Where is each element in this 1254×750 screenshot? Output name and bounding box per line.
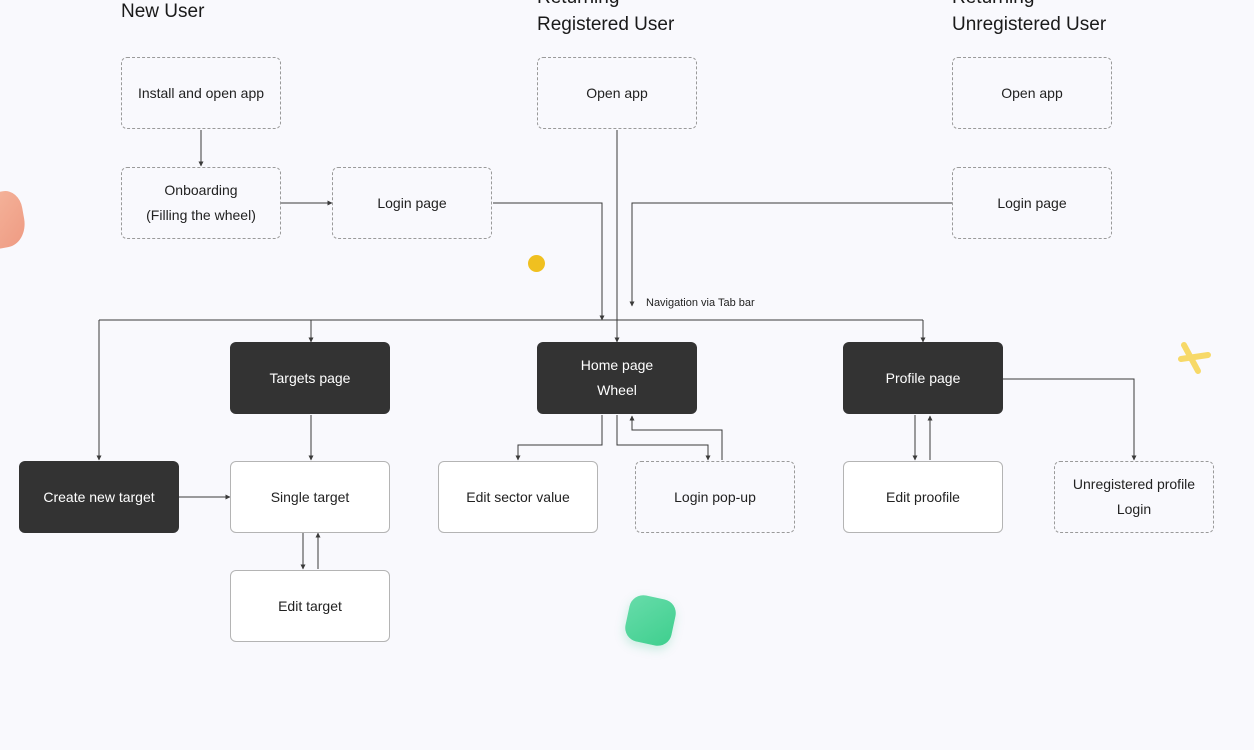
node-label: Open app bbox=[1001, 84, 1063, 101]
node-edit-profile[interactable]: Edit proofile bbox=[843, 461, 1003, 533]
node-open-app-registered[interactable]: Open app bbox=[537, 57, 697, 129]
node-label: Home page bbox=[580, 357, 654, 373]
yellow-cross-decoration bbox=[1176, 340, 1212, 376]
navigation-via-tab-bar-label: Navigation via Tab bar bbox=[646, 297, 755, 309]
node-install-open-app[interactable]: Install and open app bbox=[121, 57, 281, 129]
node-login-page-new-user[interactable]: Login page bbox=[332, 167, 492, 239]
node-label: Login page bbox=[997, 194, 1067, 211]
node-label: Login bbox=[1116, 501, 1152, 517]
node-label: Install and open app bbox=[137, 84, 265, 101]
node-label: Edit proofile bbox=[886, 488, 960, 505]
node-label: Single target bbox=[270, 488, 350, 505]
node-single-target[interactable]: Single target bbox=[230, 461, 390, 533]
header-returning-registered-line1: Returning bbox=[537, 0, 619, 10]
node-profile-page[interactable]: Profile page bbox=[843, 342, 1003, 414]
node-label: Profile page bbox=[885, 369, 961, 386]
header-returning-unregistered-line1: Returning bbox=[952, 0, 1034, 10]
node-login-page-unregistered[interactable]: Login page bbox=[952, 167, 1112, 239]
node-targets-page[interactable]: Targets page bbox=[230, 342, 390, 414]
node-open-app-unregistered[interactable]: Open app bbox=[952, 57, 1112, 129]
node-label: Wheel bbox=[597, 382, 637, 398]
node-label: Targets page bbox=[269, 369, 351, 386]
node-label: Login pop-up bbox=[674, 488, 756, 505]
node-label: Open app bbox=[586, 84, 648, 101]
node-label: Create new target bbox=[43, 488, 155, 505]
node-edit-target[interactable]: Edit target bbox=[230, 570, 390, 642]
node-label: Login page bbox=[377, 194, 447, 211]
node-create-new-target[interactable]: Create new target bbox=[19, 461, 179, 533]
node-home-page-wheel[interactable]: Home page Wheel bbox=[537, 342, 697, 414]
node-login-popup[interactable]: Login pop-up bbox=[635, 461, 795, 533]
header-returning-registered-line2: Registered User bbox=[537, 14, 675, 35]
node-label: Edit sector value bbox=[466, 488, 570, 505]
header-new-user: New User bbox=[121, 1, 205, 22]
yellow-dot-decoration bbox=[528, 255, 545, 272]
node-label: Edit target bbox=[278, 597, 342, 614]
node-label: Unregistered profile bbox=[1072, 476, 1196, 492]
node-onboarding[interactable]: Onboarding (Filling the wheel) bbox=[121, 167, 281, 239]
header-returning-unregistered-line2: Unregistered User bbox=[952, 14, 1107, 35]
node-unregistered-profile-login[interactable]: Unregistered profile Login bbox=[1054, 461, 1214, 533]
node-edit-sector-value[interactable]: Edit sector value bbox=[438, 461, 598, 533]
node-label: (Filling the wheel) bbox=[146, 207, 256, 223]
node-label: Onboarding bbox=[164, 182, 238, 198]
